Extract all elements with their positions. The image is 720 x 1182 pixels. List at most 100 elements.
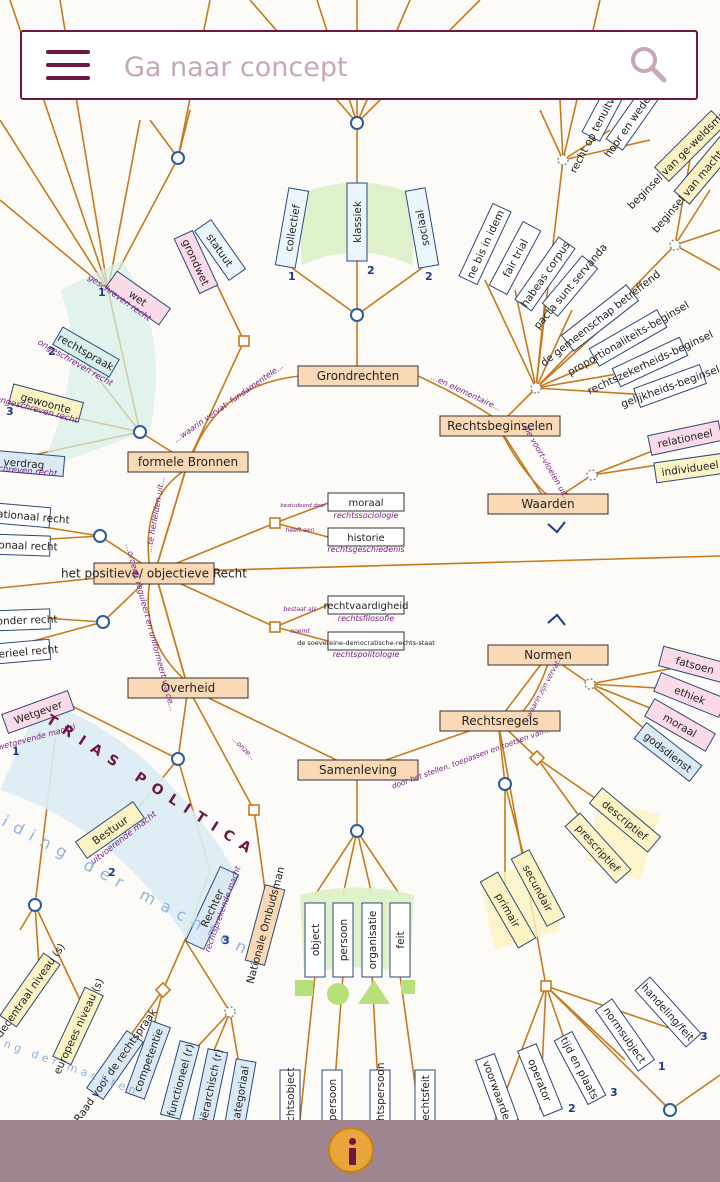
search-input[interactable] — [122, 44, 606, 90]
concept-node-rechtsvaardigheid[interactable]: rechtvaardigheid — [324, 595, 409, 615]
rotated-box-frame — [553, 1030, 607, 1106]
concept-node-historie[interactable]: historie — [327, 527, 405, 547]
sublabel-rechtspolitologie: rechtspolitologie — [333, 650, 400, 659]
concept-node-grondrechten[interactable]: Grondrechten — [297, 365, 419, 387]
junction-dashed-circle — [586, 469, 598, 481]
junction-circle — [171, 151, 185, 165]
rotated-box-label: nationaal recht — [0, 539, 58, 554]
search-icon[interactable] — [628, 44, 668, 84]
connector-line — [299, 974, 316, 1121]
rotated-box-frame — [404, 187, 440, 269]
connector-line — [535, 329, 601, 389]
connector-line — [274, 626, 329, 642]
node-label: rechtvaardigheid — [324, 601, 409, 612]
node-label: formele Bronnen — [138, 455, 238, 469]
box-individueel[interactable]: individueel — [653, 452, 720, 484]
box-object[interactable]: object — [304, 902, 326, 978]
connector-line — [484, 279, 537, 389]
box-bijzonder-recht[interactable]: bijzonder recht — [0, 608, 58, 632]
box-sociaal[interactable]: sociaal — [404, 187, 440, 269]
rotated-box-frame — [346, 182, 368, 262]
concept-node-recht[interactable]: het positieve/ objectieve Recht — [61, 562, 247, 585]
box-collectief[interactable]: collectief — [274, 187, 310, 269]
connector-line — [0, 119, 109, 291]
box-persoon[interactable]: persoon — [332, 902, 354, 978]
node-label: Samenleving — [319, 763, 397, 777]
box-handeling-feit[interactable]: handeling/feit — [634, 976, 702, 1048]
connector-line — [253, 809, 266, 891]
box-klassiek[interactable]: klassiek — [346, 182, 368, 262]
box-internationaal-recht[interactable]: internationaal recht — [0, 501, 71, 530]
box-operator[interactable]: operator — [516, 1043, 564, 1117]
node-box — [487, 644, 609, 666]
box-decentraal-niveau-s[interactable]: decentraal niveau (s) — [0, 938, 70, 1041]
junction-circle — [93, 529, 107, 543]
menu-icon[interactable] — [46, 48, 92, 84]
connector-line — [497, 654, 549, 722]
number-label: 2 — [425, 270, 433, 283]
concept-node-normen[interactable]: Normen — [487, 644, 609, 666]
info-icon[interactable] — [328, 1127, 374, 1173]
concept-node-rechtsregels[interactable]: Rechtsregels — [439, 710, 561, 732]
box-feit[interactable]: feit — [389, 902, 411, 978]
connector-line — [356, 267, 423, 316]
junction-dashed-circle — [584, 678, 596, 690]
node-label: moraal — [348, 498, 383, 509]
junction-circle — [663, 1103, 677, 1117]
connector-line — [0, 199, 109, 291]
box-nationaal-recht[interactable]: nationaal recht — [0, 533, 58, 557]
node-box — [487, 493, 609, 515]
box-fatsoen[interactable]: fatsoen — [657, 645, 720, 685]
circle-symbol — [327, 983, 349, 1005]
node-box — [297, 365, 419, 387]
connector-line — [539, 109, 564, 161]
connector-line — [149, 119, 179, 159]
connector-arc — [417, 375, 499, 421]
box-nationale-ombudsman[interactable]: Nationale Ombudsman — [240, 864, 291, 986]
box-wet[interactable]: wet — [104, 270, 172, 326]
concept-node-overheid[interactable]: Overheid — [127, 677, 249, 699]
concept-node-rechtsbeginselen[interactable]: Rechtsbeginselen — [439, 415, 561, 437]
concept-node-staat[interactable]: de soevereine-democratische-rechts-staat — [297, 631, 435, 651]
node-label: Grondrechten — [317, 369, 399, 383]
number-label: 1 — [288, 270, 296, 283]
box-voorwaarde[interactable]: voorwaarde — [474, 1053, 520, 1127]
rotated-box-frame — [104, 270, 172, 326]
rotated-box-frame — [244, 884, 286, 966]
connector-line — [674, 229, 720, 246]
rotated-box-frame — [52, 986, 104, 1066]
rotated-box-frame — [74, 801, 146, 859]
box-ethiek[interactable]: ethiek — [653, 671, 720, 719]
box-organisatie[interactable]: organisatie — [361, 902, 383, 978]
rotated-box-label: klassiek — [352, 200, 364, 243]
box-materieel-recht[interactable]: materieel recht — [0, 638, 59, 666]
rotated-box-frame — [657, 645, 720, 685]
box-relationeel[interactable]: relationeel — [647, 420, 720, 456]
concept-node-samenleving[interactable]: Samenleving — [297, 759, 419, 781]
search-bar — [20, 30, 698, 100]
connector-line — [59, 699, 179, 760]
box-verdrag[interactable]: verdrag — [0, 449, 66, 477]
green-fan — [300, 887, 414, 975]
junction-circle — [498, 777, 512, 791]
junction-dashed-circle — [669, 239, 681, 251]
box-normsubject[interactable]: normsubject — [594, 998, 656, 1072]
rotated-box-frame — [653, 671, 720, 719]
annotation-door-het-stellen-toepassen-en-toetsen-van: door het stellen, toepassen en toetsen v… — [390, 725, 551, 791]
concept-node-moraal1[interactable]: moraal — [327, 492, 405, 512]
rotated-box-frame — [0, 449, 66, 477]
junction-square — [269, 621, 281, 633]
connector-line — [184, 939, 231, 1013]
node-label: Overheid — [161, 681, 216, 695]
concept-node-waarden[interactable]: Waarden — [487, 493, 609, 515]
concept-node-bronnen[interactable]: formele Bronnen — [127, 451, 249, 473]
rotated-box-frame — [0, 608, 51, 632]
rotated-box-frame — [0, 501, 52, 529]
annotation-en-elementaire: ...en elementaire... — [430, 373, 503, 413]
box-tijd-en-plaats[interactable]: tijd en plaats — [553, 1030, 607, 1106]
box-functioneel-r[interactable]: functioneel (r) — [159, 1040, 201, 1120]
node-label: het positieve/ objectieve Recht — [61, 567, 247, 581]
box-categoriaal[interactable]: categoriaal — [223, 1058, 257, 1132]
box-rechtsfeit[interactable]: rechtsfeit — [414, 1069, 436, 1131]
box-hi-rarchisch-r[interactable]: hiërarchisch (r) — [191, 1047, 229, 1129]
